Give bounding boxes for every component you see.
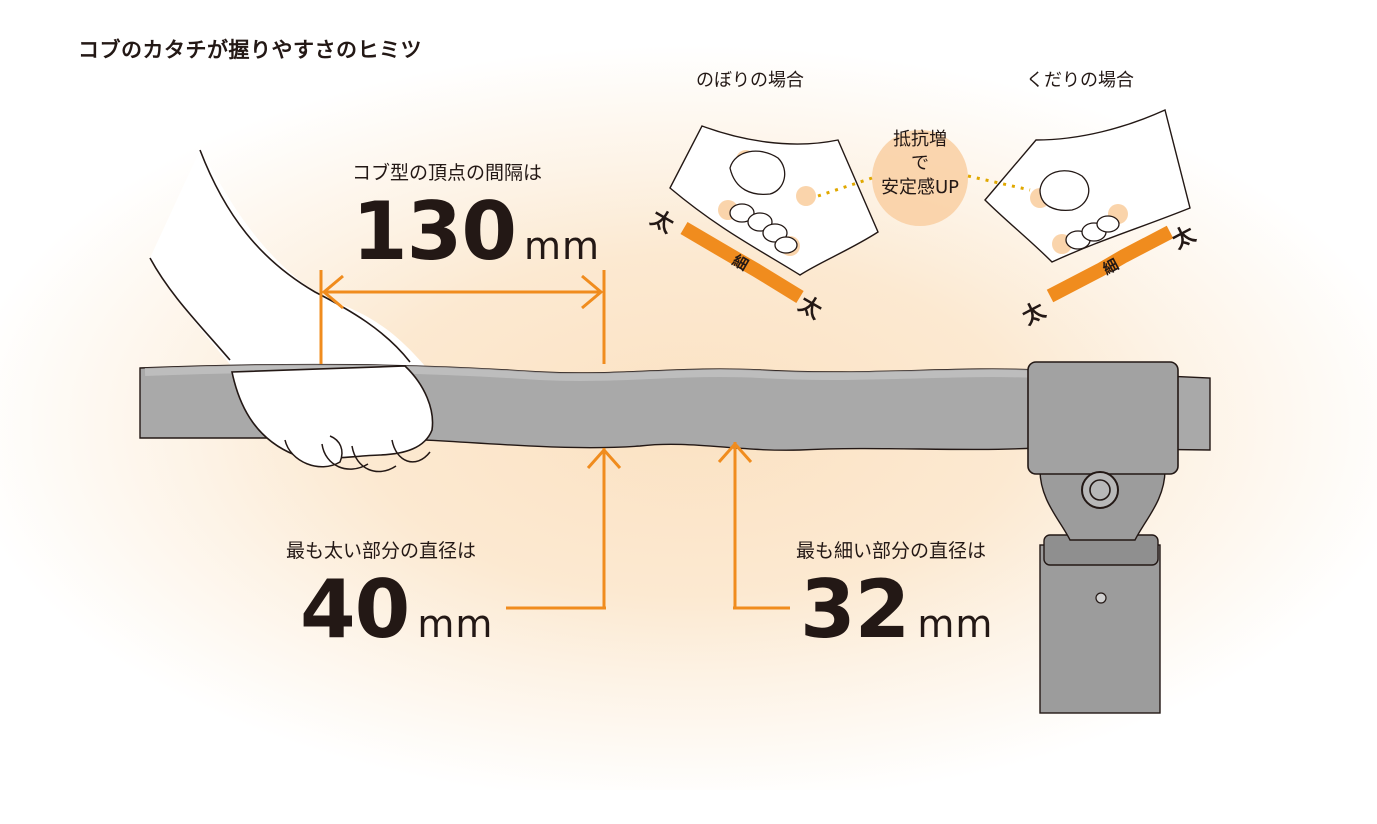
effect-text: 抵抗増 で 安定感UP — [872, 128, 968, 200]
pitch-unit: mm — [524, 224, 601, 268]
arm-outline-inner — [199, 149, 411, 363]
effect-line-1: 抵抗増 — [893, 129, 947, 150]
finger-2 — [321, 443, 369, 470]
min-diameter-leader — [717, 441, 790, 610]
max-diameter-leader — [506, 447, 622, 610]
finger-1 — [284, 435, 343, 468]
effect-link-left — [817, 176, 873, 198]
effect-line-2: で — [911, 153, 929, 174]
min-diameter-unit: mm — [917, 602, 994, 646]
ascending-grip-illustration — [669, 125, 879, 303]
arm — [150, 150, 430, 372]
finger-4 — [391, 439, 431, 463]
pitch-dimension — [319, 270, 606, 364]
arm-outline-outer — [149, 257, 231, 361]
min-diameter-number: 32 — [800, 563, 910, 656]
hand — [231, 365, 434, 460]
finger-3 — [351, 445, 397, 473]
effect-line-3: 安定感UP — [880, 177, 960, 198]
rail-joint — [1027, 361, 1179, 475]
max-diameter-label: 最も太い部分の直径は — [286, 540, 477, 562]
page-title: コブのカタチが握りやすさのヒミツ — [78, 38, 422, 62]
effect-bubble — [872, 130, 968, 226]
pitch-number: 130 — [352, 185, 517, 278]
pole-screw — [1095, 592, 1107, 604]
joint-bolt — [1081, 471, 1119, 509]
effect-link-right — [967, 174, 1031, 192]
max-diameter-unit: mm — [417, 602, 494, 646]
max-diameter-number: 40 — [300, 563, 410, 656]
ascending-case-label: のぼりの場合 — [696, 70, 804, 91]
min-diameter-label: 最も細い部分の直径は — [796, 540, 987, 562]
descending-case-label: くだりの場合 — [1026, 70, 1134, 91]
pitch-label: コブ型の頂点の間隔は — [352, 162, 543, 184]
descending-grip-illustration — [984, 109, 1191, 303]
pole — [1039, 544, 1161, 714]
joint-bolt-inner — [1089, 479, 1111, 501]
